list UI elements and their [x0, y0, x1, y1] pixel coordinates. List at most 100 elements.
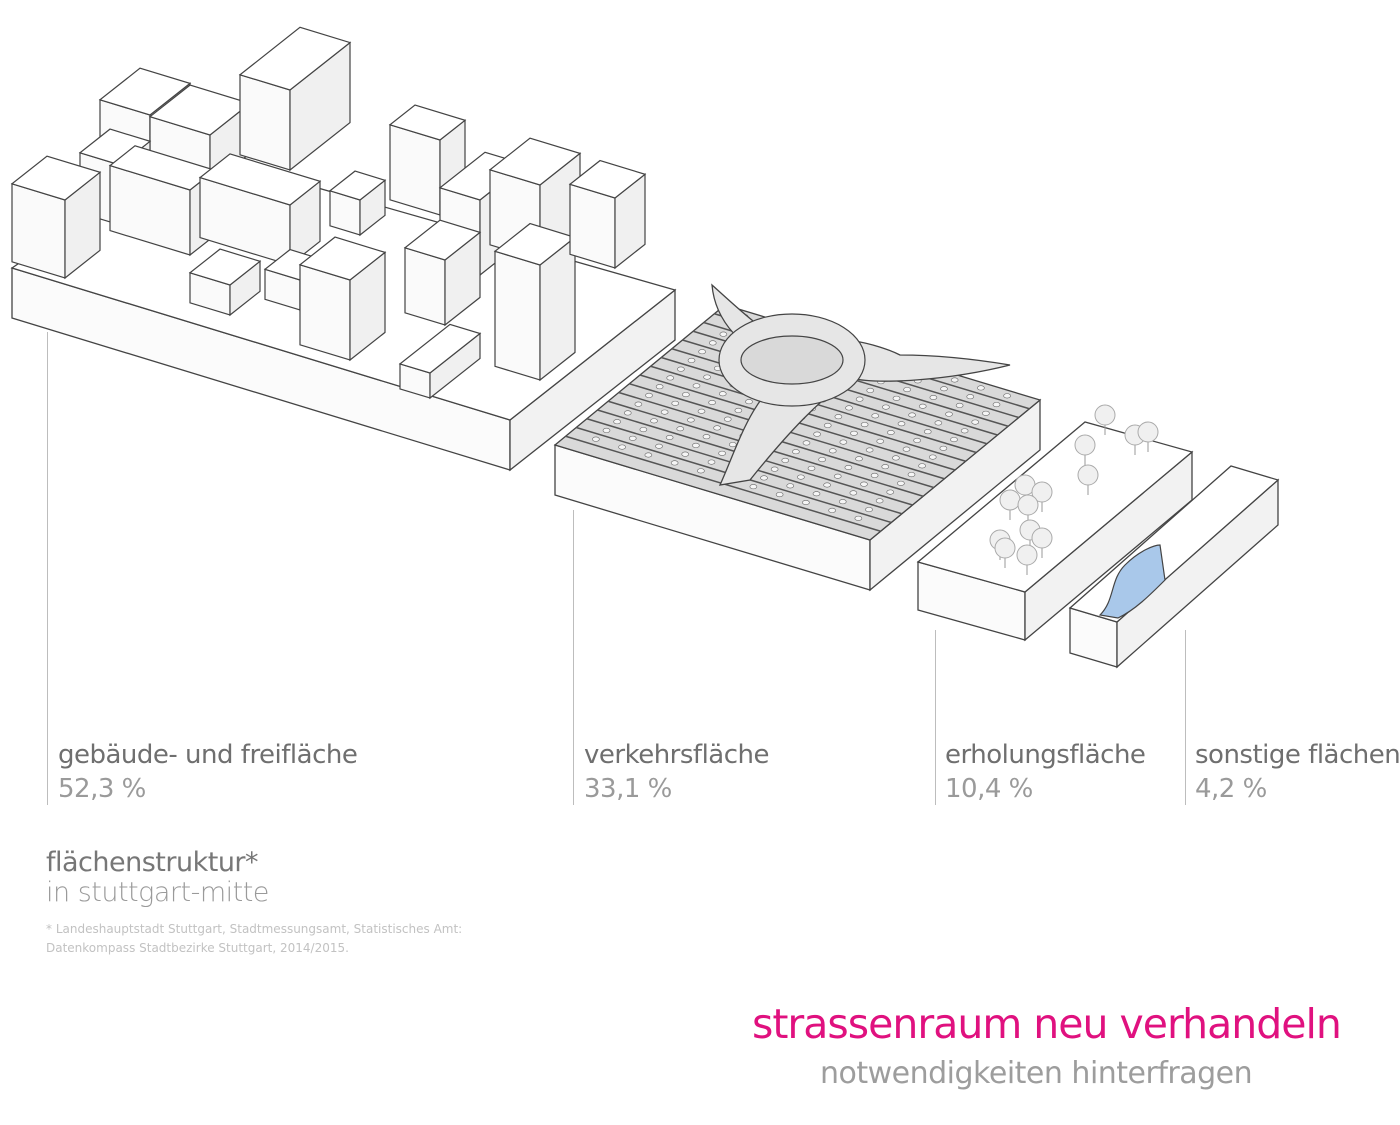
car	[703, 374, 711, 380]
tree	[1137, 421, 1159, 443]
car	[897, 421, 906, 427]
building-8	[328, 170, 387, 237]
building-4	[10, 155, 102, 280]
car	[697, 408, 706, 414]
car	[1003, 393, 1011, 399]
car	[745, 399, 753, 405]
building-15	[493, 222, 577, 382]
building-17	[568, 159, 647, 270]
subtitle-location: in stuttgart-mitte	[46, 877, 269, 908]
car	[770, 466, 779, 472]
car	[833, 473, 842, 479]
subtitle-title: flächenstruktur*	[46, 847, 259, 878]
car	[918, 463, 926, 469]
category-value: 52,3 %	[58, 774, 146, 804]
car	[650, 418, 658, 424]
building-roof	[398, 323, 482, 374]
car	[719, 331, 728, 337]
car	[950, 377, 959, 383]
car	[602, 427, 611, 433]
category-label: erholungsfläche	[945, 740, 1146, 770]
car	[655, 443, 663, 449]
traffic-block	[553, 283, 1042, 592]
building-roof	[568, 159, 647, 199]
car	[876, 438, 885, 444]
car	[644, 452, 653, 458]
tree	[1094, 404, 1116, 426]
category-buildings: gebäude- und freifläche 52,3 %	[58, 740, 358, 804]
car	[802, 499, 810, 505]
tree	[1017, 494, 1039, 516]
building-6	[188, 248, 262, 317]
car	[865, 507, 873, 513]
car	[687, 417, 695, 423]
category-label: sonstige flächen	[1195, 740, 1400, 770]
source-line-2: Datenkompass Stadtbezirke Stuttgart, 201…	[46, 941, 349, 955]
car	[897, 480, 905, 486]
car	[749, 484, 758, 490]
other-areas-block	[1068, 465, 1280, 669]
car	[670, 460, 679, 466]
car	[913, 437, 921, 443]
car	[823, 482, 831, 488]
car	[718, 450, 726, 456]
car	[682, 392, 690, 398]
car	[871, 413, 880, 419]
car	[618, 444, 626, 450]
car	[666, 375, 675, 381]
water-channel	[1098, 544, 1166, 619]
car	[960, 428, 969, 434]
car	[977, 385, 985, 391]
car	[812, 491, 821, 497]
car	[892, 455, 900, 461]
car	[886, 489, 895, 495]
car	[875, 498, 884, 504]
building-roof	[78, 128, 152, 166]
roundabout-outer	[718, 313, 866, 407]
car	[950, 437, 958, 443]
car	[639, 427, 648, 433]
car	[708, 340, 717, 346]
tree	[999, 489, 1021, 511]
car	[676, 426, 685, 432]
tree	[1074, 434, 1096, 456]
car	[955, 402, 964, 408]
car	[692, 383, 701, 389]
tagline: notwendigkeiten hinterfragen	[820, 1056, 1253, 1091]
car	[887, 429, 895, 435]
car	[734, 407, 743, 413]
car	[928, 454, 937, 460]
car	[723, 416, 732, 422]
recreation-base	[916, 421, 1194, 642]
car	[665, 434, 674, 440]
tree	[1031, 481, 1053, 503]
category-label: gebäude- und freifläche	[58, 740, 358, 770]
car	[718, 391, 727, 397]
headline: strassenraum neu verhandeln	[752, 1000, 1342, 1048]
car	[870, 472, 879, 478]
building-roof	[388, 104, 467, 141]
source-note: * Landeshauptstadt Stuttgart, Stadtmessu…	[46, 920, 476, 958]
car	[623, 410, 632, 416]
car	[692, 442, 700, 448]
tree	[994, 537, 1016, 559]
chart-subtitle: flächenstruktur* in stuttgart-mitte	[46, 848, 269, 908]
car	[592, 436, 600, 442]
car	[697, 468, 705, 474]
building-front-face	[404, 246, 446, 326]
car	[839, 439, 848, 445]
building-roof	[328, 170, 387, 201]
car	[939, 445, 948, 451]
building-front-face	[569, 183, 616, 269]
leader-line-recreation	[935, 630, 936, 805]
category-other: sonstige flächen 4,2 %	[1195, 740, 1400, 804]
car	[802, 440, 811, 446]
leader-line-buildings	[47, 332, 48, 805]
car	[760, 475, 768, 481]
car	[713, 425, 721, 431]
car	[849, 490, 858, 496]
leader-line-traffic	[573, 510, 574, 805]
car	[971, 419, 980, 425]
building-13	[298, 236, 387, 362]
